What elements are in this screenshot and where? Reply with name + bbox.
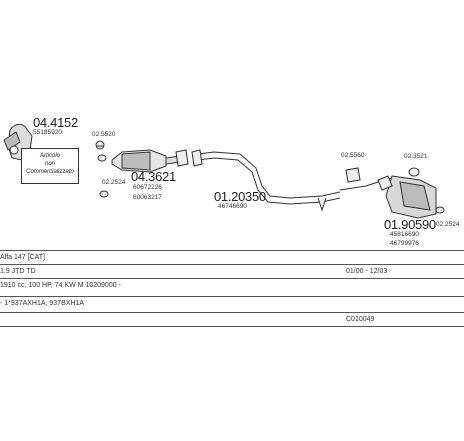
manifold-code: 04.4152 (33, 115, 78, 130)
table-row: Alfa 147 [CAT] (0, 250, 464, 265)
catalyst-bolt-drawing (99, 190, 109, 198)
mid-pipe-oem: 46746690 (218, 203, 247, 210)
catalyst-bolt-code: 02.2524 (102, 179, 126, 186)
table-cell: - 1*937AXH1A, 937BXH1A (0, 300, 85, 307)
table-row: - 1*937AXH1A, 937BXH1A (0, 296, 464, 311)
catalyst-code: 04.3621 (131, 169, 176, 184)
note-line-1: Articolo (39, 153, 60, 159)
table-row: 1.9 JTD TD 01/00 - 12/03 (0, 264, 464, 279)
rear-silencer-code: 01.90590 (384, 217, 436, 232)
rear-hanger-code: 02.2524 (436, 221, 460, 228)
manifold-clamp-code: 02.5520 (92, 131, 116, 138)
manifold-oem: 55185920 (33, 129, 62, 136)
table-cell: 1.9 JTD TD (0, 268, 36, 275)
catalyst-drawing (111, 149, 189, 173)
rear-hanger-drawing (435, 206, 445, 214)
rear-clamp-drawing (408, 167, 420, 177)
manifold-drawing (3, 123, 33, 161)
table-cell: 1910 cc, 100 HP, 74 KW M 10209000 - (0, 282, 121, 289)
mid-clamp-code: 02.5560 (341, 152, 365, 159)
table-cell: Alfa 147 [CAT] (0, 254, 46, 261)
table-bottom-rule (0, 326, 464, 327)
rear-silencer-oem-2: 46799976 (390, 240, 419, 247)
manifold-clamp-drawing (95, 140, 107, 162)
rear-silencer-drawing (339, 175, 437, 219)
mid-clamp-drawing (345, 167, 361, 183)
mid-pipe-drawing (191, 149, 341, 212)
not-sold-note: Articolo non Commercializzato (21, 148, 79, 184)
rear-clamp-code: 02.3521 (404, 153, 428, 160)
mid-pipe-code: 01.20350 (214, 189, 266, 204)
table-cell: 01/00 - 12/03 (346, 268, 388, 275)
table-row: C010049 (0, 312, 464, 327)
catalyst-oem-1: 60672226 (133, 184, 162, 191)
table-cell: C010049 (346, 316, 375, 323)
rear-silencer-oem-1: 45816690 (390, 231, 419, 238)
note-line-2: non (44, 161, 55, 167)
note-line-3: Commercializzato (26, 169, 74, 175)
table-row: 1910 cc, 100 HP, 74 KW M 10209000 - (0, 278, 464, 293)
catalyst-oem-2: 60063217 (133, 194, 162, 201)
